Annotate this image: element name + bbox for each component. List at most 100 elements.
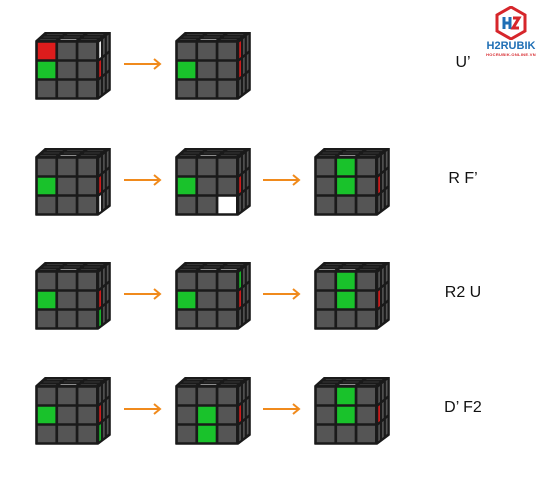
front-face-sticker xyxy=(76,309,98,329)
front-face-sticker xyxy=(196,386,218,406)
top-face-sticker xyxy=(362,262,387,267)
top-face-sticker xyxy=(179,380,204,384)
right-face-sticker xyxy=(105,281,111,304)
right-face-sticker xyxy=(237,402,243,425)
top-face-sticker xyxy=(321,377,346,382)
front-face-sticker xyxy=(355,405,377,425)
right-face-sticker xyxy=(380,151,386,174)
top-face-sticker xyxy=(63,377,87,382)
right-face-sticker xyxy=(101,380,107,403)
front-face-sticker xyxy=(36,386,58,406)
top-face-sticker xyxy=(342,262,366,267)
cube-state xyxy=(175,148,251,216)
top-face-sticker xyxy=(216,267,241,272)
arrow-right-icon xyxy=(123,287,163,300)
top-face-sticker xyxy=(59,380,84,384)
top-face-sticker xyxy=(76,153,101,158)
front-face-sticker xyxy=(36,195,58,215)
right-face-sticker xyxy=(384,281,390,304)
cube-icon xyxy=(314,148,390,216)
right-face-sticker xyxy=(97,421,103,444)
top-face-sticker xyxy=(318,380,343,384)
front-face-sticker xyxy=(176,309,198,329)
top-face-sticker xyxy=(315,153,340,158)
arrow-right-icon xyxy=(262,402,302,415)
front-face-sticker xyxy=(216,271,238,291)
right-face-sticker xyxy=(384,148,390,171)
right-face-sticker xyxy=(97,287,103,310)
front-face-sticker xyxy=(196,195,218,215)
front-face-sticker xyxy=(335,157,357,177)
right-face-sticker xyxy=(241,380,247,403)
front-face-sticker xyxy=(196,309,218,329)
top-face-sticker xyxy=(196,153,221,158)
front-face-sticker xyxy=(216,405,238,425)
logo-tagline-text: HOCRUBIK.ONLINE.VN xyxy=(486,52,536,57)
right-face-sticker xyxy=(237,154,243,177)
top-face-sticker xyxy=(220,151,244,155)
top-face-sticker xyxy=(42,148,67,153)
top-face-sticker xyxy=(36,267,61,272)
front-face-sticker xyxy=(196,405,218,425)
top-face-sticker xyxy=(355,382,380,387)
right-face-sticker xyxy=(97,383,103,406)
top-face-sticker xyxy=(196,37,221,42)
right-face-sticker xyxy=(241,189,247,212)
top-face-sticker xyxy=(362,148,387,153)
top-face-sticker xyxy=(179,35,204,39)
top-face-sticker xyxy=(199,35,224,39)
right-face-sticker xyxy=(376,383,382,406)
right-face-sticker xyxy=(376,421,382,444)
right-face-sticker xyxy=(101,399,107,422)
top-face-sticker xyxy=(63,148,87,153)
arrow-right-icon xyxy=(262,173,302,186)
front-face-sticker xyxy=(196,79,218,99)
front-face-sticker xyxy=(216,195,238,215)
right-face-sticker xyxy=(105,415,111,438)
front-face-sticker xyxy=(196,157,218,177)
top-face-sticker xyxy=(359,151,383,155)
front-face-sticker xyxy=(216,309,238,329)
cube-state xyxy=(175,262,251,330)
front-face-sticker xyxy=(196,424,218,444)
front-face-sticker xyxy=(56,79,78,99)
top-face-sticker xyxy=(338,380,363,384)
front-face-sticker xyxy=(76,176,98,196)
right-face-sticker xyxy=(101,35,107,58)
top-face-sticker xyxy=(176,267,201,272)
front-face-sticker xyxy=(355,290,377,310)
top-face-sticker xyxy=(36,382,61,387)
right-face-sticker xyxy=(380,265,386,288)
right-face-sticker xyxy=(384,396,390,419)
right-face-sticker xyxy=(245,281,251,304)
top-face-sticker xyxy=(338,265,363,269)
move-notation-label: R2 U xyxy=(444,284,482,301)
front-face-sticker xyxy=(216,41,238,61)
right-face-sticker xyxy=(245,32,251,55)
right-face-sticker xyxy=(384,415,390,438)
right-face-sticker xyxy=(105,51,111,74)
top-face-sticker xyxy=(80,35,104,39)
right-face-sticker xyxy=(105,300,111,323)
front-face-sticker xyxy=(335,176,357,196)
top-face-sticker xyxy=(359,380,383,384)
top-face-sticker xyxy=(223,148,248,153)
top-face-sticker xyxy=(342,377,366,382)
top-face-sticker xyxy=(59,265,84,269)
top-face-sticker xyxy=(36,153,61,158)
front-face-sticker xyxy=(76,41,98,61)
right-face-sticker xyxy=(241,73,247,96)
top-face-sticker xyxy=(56,37,81,42)
right-face-sticker xyxy=(380,284,386,307)
front-face-sticker xyxy=(76,195,98,215)
top-face-sticker xyxy=(223,262,248,267)
top-face-sticker xyxy=(315,267,340,272)
front-face-sticker xyxy=(56,405,78,425)
right-face-sticker xyxy=(241,35,247,58)
top-face-sticker xyxy=(176,37,201,42)
right-face-sticker xyxy=(380,189,386,212)
front-face-sticker xyxy=(315,386,337,406)
front-face-sticker xyxy=(196,271,218,291)
top-face-sticker xyxy=(199,265,224,269)
front-face-sticker xyxy=(36,271,58,291)
